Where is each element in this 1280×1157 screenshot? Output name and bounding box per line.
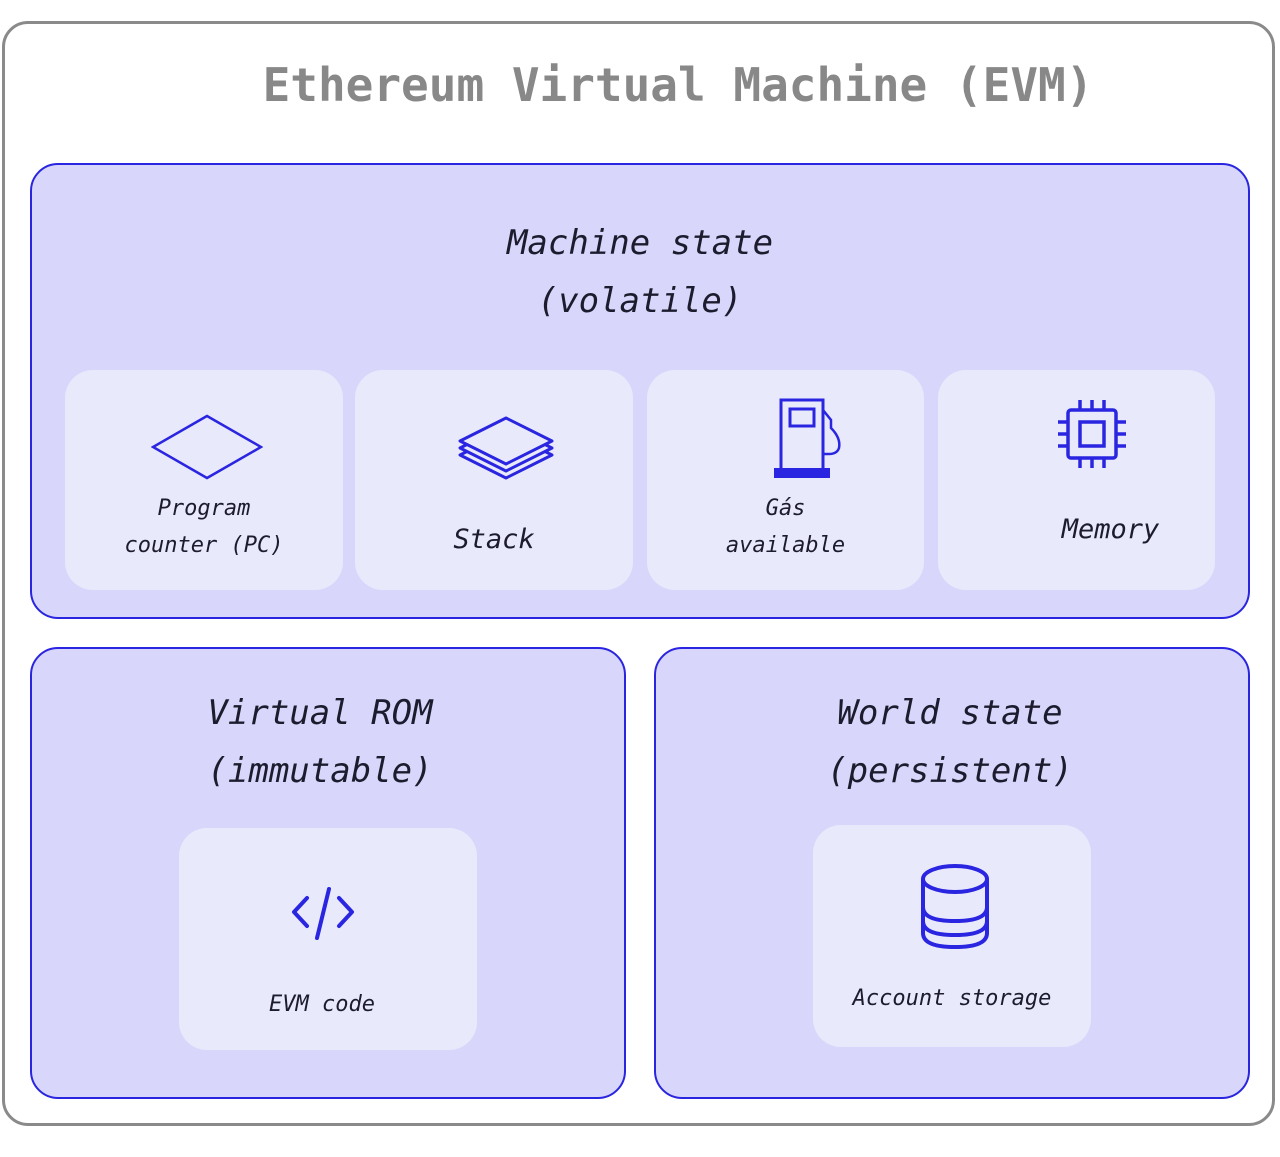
virtual-rom-section: Virtual ROM (immutable) EVM code [30,647,626,1099]
program-counter-card: Program counter (PC) [65,370,343,590]
gas-available-card: Gás available [647,370,924,590]
program-counter-label: Program counter (PC) [124,496,284,558]
code-icon [292,887,354,940]
evm-code-label: EVM code [269,992,375,1017]
account-storage-label: Account storage [852,986,1052,1011]
memory-card: Memory [938,370,1215,590]
world-state-section: World state (persistent) Account storage [654,647,1250,1099]
memory-label: Memory [1061,514,1160,545]
page-title: Ethereum Virtual Machine (EVM) [262,58,1094,112]
gas-available-label: Gás available [725,496,846,558]
database-icon [921,864,989,950]
diamond-icon [151,414,263,480]
gas-pump-icon [774,398,841,478]
evm-code-card: EVM code [179,828,477,1050]
machine-state-section: Machine state (volatile) Program counter… [30,163,1250,619]
world-state-title: World state (persistent) [827,693,1073,791]
virtual-rom-title: Virtual ROM (immutable) [207,693,433,791]
stack-label: Stack [453,524,535,555]
account-storage-card: Account storage [813,825,1091,1047]
stack-card: Stack [355,370,633,590]
machine-state-title: Machine state (volatile) [506,223,774,321]
chip-icon [1058,400,1126,468]
layers-icon [458,416,554,480]
